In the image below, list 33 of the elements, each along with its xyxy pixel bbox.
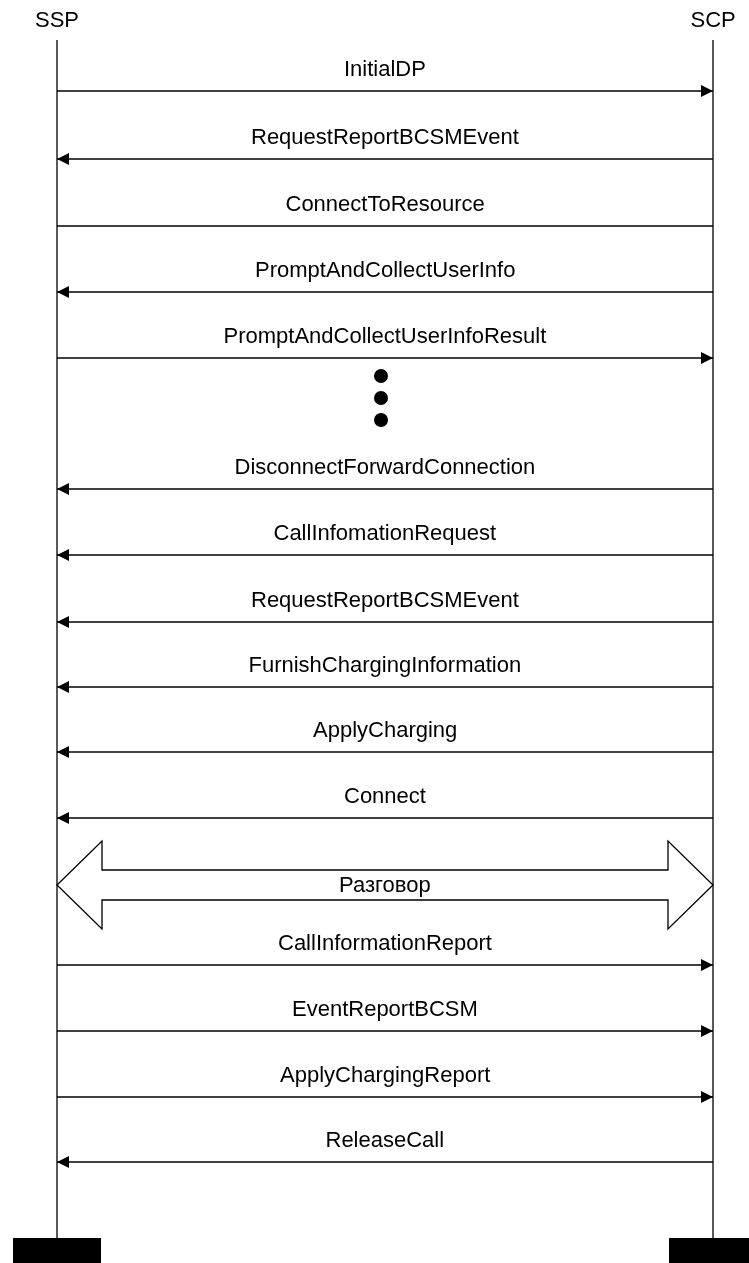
message-label: CallInfomationRequest	[273, 520, 497, 546]
message-arrow	[56, 959, 714, 971]
block-arrow	[56, 839, 714, 931]
participant-label: SSP	[35, 7, 80, 33]
message-arrow	[56, 812, 714, 824]
message-label: ConnectToResource	[285, 191, 485, 217]
message-arrow	[56, 1025, 714, 1037]
participant-label: SCP	[690, 7, 736, 33]
message-arrow	[56, 681, 714, 693]
message-label: Connect	[344, 783, 426, 809]
message-arrow	[56, 549, 714, 561]
message-label: ApplyChargingReport	[280, 1062, 491, 1088]
message-arrow	[56, 616, 714, 628]
message-arrow	[56, 1091, 714, 1103]
message-label: CallInformationReport	[278, 930, 492, 956]
message-label: EventReportBCSM	[292, 996, 478, 1022]
message-arrow	[56, 286, 714, 298]
message-arrow	[56, 352, 714, 364]
message-label: ReleaseCall	[325, 1127, 445, 1153]
message-arrow	[56, 153, 714, 165]
message-label: DisconnectForwardConnection	[234, 454, 536, 480]
message-label: ApplyCharging	[313, 717, 458, 743]
message-arrow	[56, 746, 714, 758]
message-label: InitialDP	[344, 56, 426, 82]
message-label: RequestReportBCSMEvent	[251, 124, 519, 150]
message-arrow	[56, 1156, 714, 1168]
message-label: PromptAndCollectUserInfoResult	[223, 323, 547, 349]
message-label: FurnishChargingInformation	[248, 652, 522, 678]
message-arrow	[56, 85, 714, 97]
message-arrow	[56, 483, 714, 495]
message-label: RequestReportBCSMEvent	[251, 587, 519, 613]
message-label: Разговор	[339, 872, 431, 898]
message-label: PromptAndCollectUserInfo	[255, 257, 516, 283]
